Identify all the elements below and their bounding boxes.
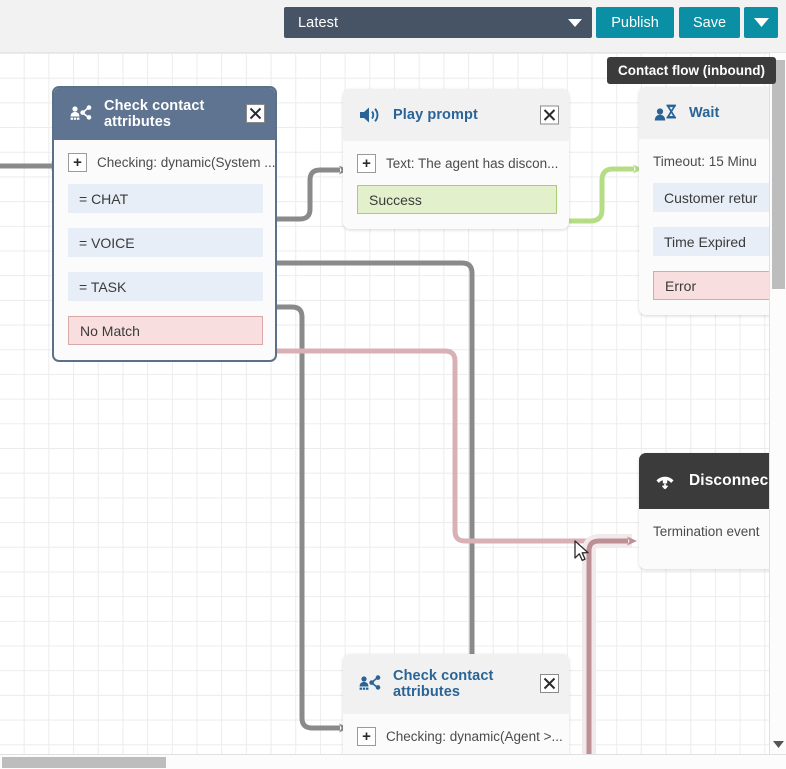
branch-label: Error (665, 277, 697, 294)
horizontal-scrollbar-thumb[interactable] (2, 757, 166, 768)
node-body: Timeout: 15 Minu Customer retur Time Exp… (639, 139, 786, 300)
branch-label: Success (369, 191, 422, 208)
node-param-text: Checking: dynamic(System ... (97, 154, 275, 170)
horizontal-scrollbar[interactable] (0, 754, 786, 769)
node-header[interactable]: Play prompt (343, 89, 569, 141)
close-icon[interactable] (540, 105, 559, 125)
vertical-scrollbar-thumb[interactable] (772, 60, 785, 289)
branch-error[interactable]: Error (653, 271, 786, 300)
node-param-text: Timeout: 15 Minu (653, 153, 757, 169)
branch-chat[interactable]: = CHAT (68, 184, 263, 213)
chevron-down-icon (568, 18, 582, 27)
branch-time-expired[interactable]: Time Expired (653, 227, 786, 256)
node-param-row[interactable]: + Checking: dynamic(System ... (54, 140, 275, 184)
node-param-text: Text: The agent has discon... (386, 155, 559, 171)
node-disconnect[interactable]: Disconnec Termination event (639, 453, 786, 569)
disconnect-phone-icon (653, 471, 679, 491)
node-body: + Checking: dynamic(Agent >... (343, 714, 569, 754)
branch-label: No Match (80, 322, 140, 339)
node-check-contact-attributes-2[interactable]: Check contact attributes + Checking: dyn… (343, 654, 569, 754)
node-body: + Text: The agent has discon... Success (343, 141, 569, 214)
plus-icon[interactable]: + (357, 153, 376, 173)
scroll-down-button[interactable] (770, 736, 786, 754)
contact-attributes-icon (68, 105, 94, 123)
plus-icon[interactable]: + (68, 152, 87, 172)
node-param-text: Checking: dynamic(Agent >... (386, 728, 563, 744)
publish-button[interactable]: Publish (596, 7, 674, 38)
edge-entry-to-check-contact-1 (0, 161, 61, 171)
chevron-down-icon (753, 17, 769, 27)
contact-attributes-icon (357, 675, 383, 693)
version-select[interactable]: Latest (284, 7, 592, 38)
version-select-value: Latest (298, 14, 339, 31)
branch-success[interactable]: Success (357, 185, 557, 214)
connector-layer (0, 161, 643, 754)
node-title: Disconnec (689, 472, 769, 489)
chevron-down-icon (773, 741, 784, 748)
node-check-contact-attributes-1[interactable]: Check contact attributes + Checking: dyn… (52, 86, 277, 362)
node-body: Termination event (639, 509, 786, 569)
top-toolbar: Latest Publish Save (0, 0, 786, 53)
node-param-row[interactable]: + Checking: dynamic(Agent >... (343, 714, 569, 754)
branch-label: = VOICE (79, 234, 135, 251)
node-title: Wait (689, 105, 720, 121)
node-wait[interactable]: Wait Timeout: 15 Minu Customer retur Tim… (639, 87, 786, 315)
node-header[interactable]: Check contact attributes (343, 654, 569, 714)
node-title: Play prompt (393, 107, 478, 123)
node-param-text: Termination event (653, 523, 760, 539)
flow-canvas[interactable]: Check contact attributes + Checking: dyn… (0, 53, 786, 754)
branch-no-match[interactable]: No Match (68, 316, 263, 345)
branch-task[interactable]: = TASK (68, 272, 263, 301)
node-param-row: Termination event (639, 509, 786, 553)
contact-flow-tooltip: Contact flow (inbound) (607, 57, 776, 84)
node-title: Check contact attributes (393, 668, 494, 700)
close-icon[interactable] (540, 674, 559, 693)
node-param-row[interactable]: + Text: The agent has discon... (343, 141, 569, 185)
branch-label: Time Expired (664, 233, 746, 250)
branch-voice[interactable]: = VOICE (68, 228, 263, 257)
node-title: Check contact attributes (104, 98, 205, 130)
branch-customer-returned[interactable]: Customer retur (653, 183, 786, 212)
wait-hourglass-icon (653, 103, 679, 123)
edge-no-match-to-disconnect (270, 346, 620, 544)
close-icon[interactable] (246, 104, 265, 123)
node-header[interactable]: Wait (639, 87, 786, 139)
node-play-prompt[interactable]: Play prompt + Text: The agent has discon… (343, 89, 569, 229)
save-button[interactable]: Save (679, 7, 740, 38)
node-param-row[interactable]: Timeout: 15 Minu (639, 139, 786, 183)
branch-label: Customer retur (664, 189, 758, 206)
branch-label: = CHAT (79, 190, 129, 207)
edge-task-to-check-contact-2 (270, 302, 349, 733)
save-options-button[interactable] (744, 7, 778, 38)
node-header[interactable]: Disconnec (639, 453, 786, 509)
branch-label: = TASK (79, 278, 127, 295)
node-body: + Checking: dynamic(System ... = CHAT = … (54, 140, 275, 345)
node-header[interactable]: Check contact attributes (54, 88, 275, 140)
vertical-scrollbar[interactable] (769, 53, 786, 754)
speaker-icon (357, 105, 383, 125)
plus-icon[interactable]: + (357, 726, 376, 746)
edge-highlighted-to-disconnect[interactable] (582, 534, 637, 754)
edge-chat-to-play-prompt (270, 165, 349, 224)
